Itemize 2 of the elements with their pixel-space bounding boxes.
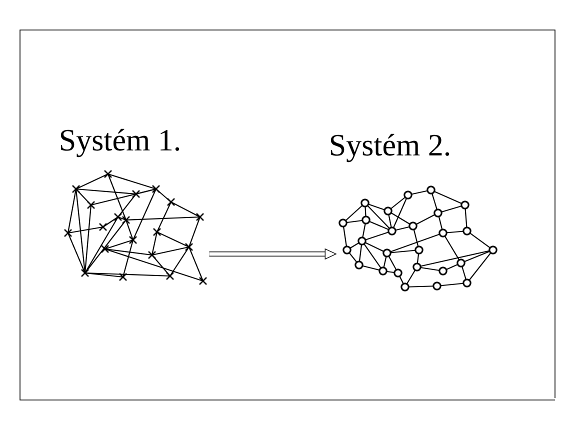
system-heading: Systém 1. [60, 128, 180, 158]
system-heading: Systém 2. [330, 134, 450, 162]
